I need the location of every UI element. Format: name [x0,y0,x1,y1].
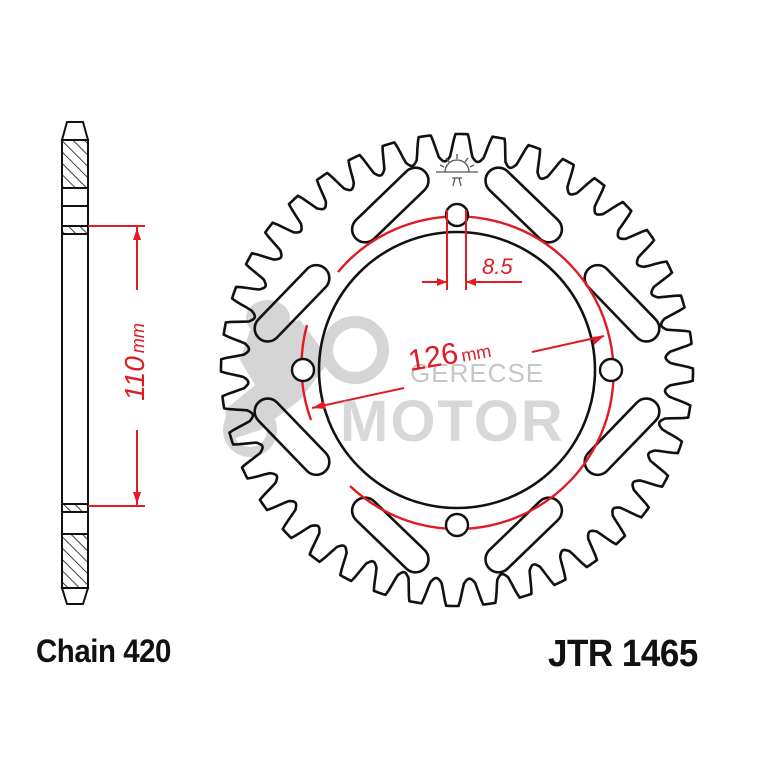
lightening-slot [583,397,661,477]
lightening-slot [253,397,331,477]
lightening-slot [583,263,661,343]
lightening-slot [350,496,430,574]
center-bore [317,230,597,510]
side-dimension-110 [88,225,145,507]
bolt-hole-diameter-label: 8.5 [482,254,513,279]
side-dimension-unit: mm [127,323,148,354]
side-view [60,121,90,605]
lightening-slot [484,496,564,574]
jt-logo-icon [436,154,478,187]
lightening-slot [350,166,430,244]
watermark-motor: MOTOR [340,389,565,454]
side-dimension-value: 110 [118,356,150,401]
part-number-label: JTR 1465 [548,633,698,675]
bolt-hole-dimension [422,210,522,290]
lightening-slot [253,263,331,343]
watermark-gerecse: GERECSE [410,358,545,388]
chain-label: Chain 420 [36,633,171,669]
pcd-unit: mm [459,340,493,366]
sprocket-outline [219,132,695,608]
watermark-rider-icon [223,300,389,457]
lightening-slots [253,166,661,574]
lightening-slot [484,166,564,244]
pcd-dimension [311,335,605,409]
side-dimension-label: 110mm [119,323,151,401]
